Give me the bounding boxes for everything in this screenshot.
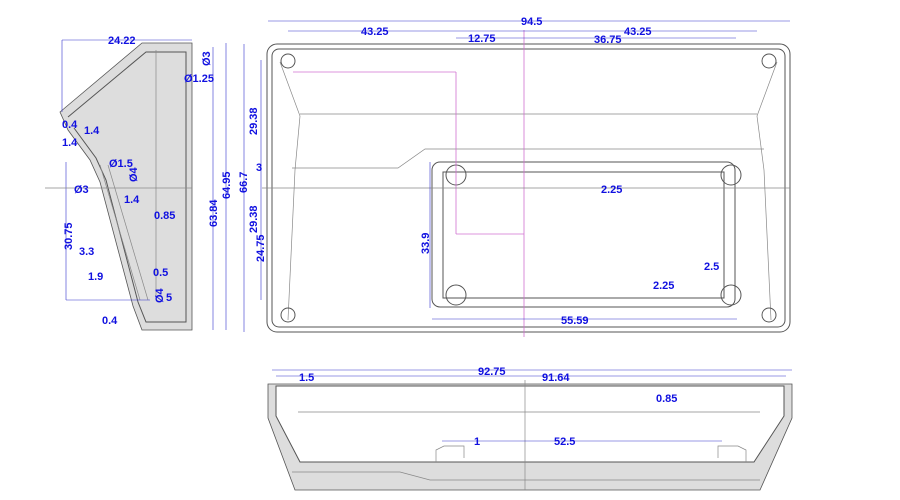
dim-wall: 1.9	[88, 271, 103, 283]
screw-hole	[280, 307, 296, 323]
dim-wall: 0.4	[62, 119, 78, 131]
dim-offset: 36.75	[594, 34, 622, 46]
side-profile-shell	[59, 42, 193, 331]
dim-wall: 5	[166, 292, 172, 304]
dim-slope-height: 30.75	[63, 222, 75, 250]
dim-wall: 1.4	[62, 137, 78, 149]
screw-hole	[445, 284, 467, 306]
screw-hole	[761, 53, 777, 69]
top-view: 94.5 43.25 12.75 36.75 43.25 2.25 33.9 2…	[262, 16, 791, 337]
dim-inner-height: 63.84	[208, 199, 220, 227]
screw-hole	[720, 284, 742, 306]
dim-inset: 2.25	[601, 184, 622, 196]
dim-upper: 29.38	[248, 107, 260, 135]
height-dimensions: 29.38 3 66.7 29.38 24.75	[238, 44, 267, 332]
dim-boss: 1	[474, 436, 480, 448]
front-view: 92.75 1.5 91.64 0.85 1 52.5	[267, 366, 793, 491]
dim-half-width-right: 43.25	[624, 26, 652, 38]
dim-lower-2: 24.75	[255, 234, 267, 262]
dim-hole-dia: Ø3	[74, 184, 89, 196]
dim-window-height: 33.9	[420, 233, 432, 254]
dim-inset: 2.25	[653, 280, 674, 292]
dim-width: 24.22	[108, 35, 136, 47]
dim-outer-height: 64.95	[221, 171, 233, 199]
dim-hole-dia: Ø4	[154, 287, 166, 303]
dim-boss-span: 52.5	[554, 436, 575, 448]
dim-wall: 1.4	[124, 194, 140, 206]
dim-hole-dia: Ø1.5	[109, 158, 133, 170]
side-view: 24.22 Ø3 Ø1.25 0.4 1.4 1.4 Ø1.5 Ø4 Ø3 1.…	[45, 35, 233, 331]
dim-lip: 0.85	[656, 393, 677, 405]
dim-lower: 29.38	[248, 205, 260, 233]
dim-inner-length: 91.64	[542, 372, 570, 384]
dim-offset: 12.75	[468, 33, 496, 45]
dim-wall: 0.5	[153, 267, 168, 279]
dim-wall: 1.5	[299, 372, 314, 384]
dim-wall: 0.4	[102, 315, 118, 327]
dim-wall: 1.4	[84, 125, 100, 137]
screw-hole	[720, 164, 742, 186]
dim-wall: 0.85	[154, 210, 175, 222]
dim-wall: 3.3	[79, 246, 94, 258]
dim-total: 66.7	[238, 172, 250, 193]
dim-hole-dia: Ø1.25	[184, 73, 214, 85]
dim-outer-length: 92.75	[478, 366, 506, 378]
dim-hole-dia: Ø4	[128, 166, 140, 182]
screw-hole	[280, 53, 296, 69]
dim-window-width: 55.59	[561, 315, 589, 327]
dim-hole-dia: Ø3	[201, 51, 213, 66]
dim-inset: 2.5	[704, 261, 719, 273]
screw-hole	[761, 307, 777, 323]
dim-total-width: 94.5	[521, 16, 542, 28]
dim-half-width-left: 43.25	[361, 26, 389, 38]
dim-offset: 3	[256, 162, 262, 174]
